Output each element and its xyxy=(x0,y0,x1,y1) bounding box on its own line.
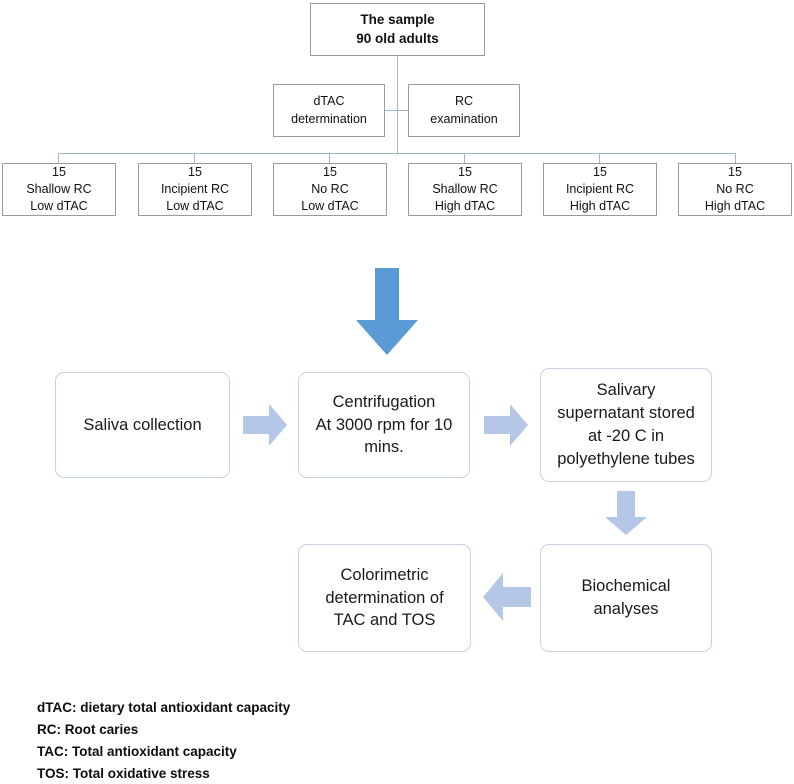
group-count: 15 xyxy=(188,164,202,179)
group-dtac: Low dTAC xyxy=(166,199,224,214)
group-condition: No RC xyxy=(311,181,349,196)
sample-box-line-2: 90 old adults xyxy=(356,30,439,46)
process-line: Colorimetric xyxy=(340,565,429,584)
sample-box: The sample 90 old adults xyxy=(310,3,485,56)
group-dtac: High dTAC xyxy=(704,199,766,214)
process-line: At 3000 rpm for 10 xyxy=(315,415,453,434)
rc-box-line-2: examination xyxy=(430,111,498,126)
connector-to-rc-box xyxy=(397,110,409,111)
connector-drop-1 xyxy=(58,153,59,163)
process-line: Saliva collection xyxy=(83,415,202,434)
connector-distribution-bar xyxy=(58,153,735,154)
group-box-no-rc-high-dtac: 15 No RC High dTAC xyxy=(678,163,792,216)
process-line: analyses xyxy=(593,600,659,618)
process-line: determination of xyxy=(325,588,444,607)
group-box-shallow-rc-high-dtac: 15 Shallow RC High dTAC xyxy=(408,163,522,216)
group-dtac: Low dTAC xyxy=(30,199,88,214)
process-box-centrifugation: Centrifugation At 3000 rpm for 10 mins. xyxy=(298,372,470,478)
process-box-supernatant-storage: Salivary supernatant stored at -20 C in … xyxy=(540,368,712,482)
group-dtac: Low dTAC xyxy=(301,199,359,214)
group-count: 15 xyxy=(728,164,742,179)
group-condition: Shallow RC xyxy=(26,181,92,196)
process-line: supernatant stored xyxy=(557,404,695,423)
process-line: at -20 C in xyxy=(587,427,665,445)
group-count: 15 xyxy=(323,164,337,179)
legend-line-rc: RC: Root caries xyxy=(37,721,139,737)
group-count: 15 xyxy=(593,164,607,179)
group-box-shallow-rc-low-dtac: 15 Shallow RC Low dTAC xyxy=(2,163,116,216)
legend-line-dtac: dTAC: dietary total antioxidant capacity xyxy=(37,700,291,715)
group-box-incipient-rc-high-dtac: 15 Incipient RC High dTAC xyxy=(543,163,657,216)
process-line: Centrifugation xyxy=(332,392,436,411)
sample-box-line-1: The sample xyxy=(360,11,435,27)
group-condition: Incipient RC xyxy=(160,181,230,196)
arrow-down-storage-to-biochemical-icon xyxy=(605,491,647,535)
group-dtac: High dTAC xyxy=(434,199,496,214)
connector-drop-2 xyxy=(194,153,195,163)
process-line: polyethylene tubes xyxy=(557,449,695,468)
big-down-arrow-icon xyxy=(356,268,418,355)
connector-to-dtac-box xyxy=(385,110,398,111)
arrow-right-saliva-to-centrifugation-icon xyxy=(243,404,287,446)
connector-drop-3 xyxy=(329,153,330,163)
group-dtac: High dTAC xyxy=(569,199,631,214)
group-condition: Shallow RC xyxy=(432,181,498,196)
dtac-box-line-1: dTAC xyxy=(313,94,345,109)
process-line: TAC and TOS xyxy=(333,611,436,630)
legend: dTAC: dietary total antioxidant capacity… xyxy=(37,697,290,784)
group-box-incipient-rc-low-dtac: 15 Incipient RC Low dTAC xyxy=(138,163,252,216)
dtac-determination-box: dTAC determination xyxy=(273,84,385,137)
dtac-box-line-2: determination xyxy=(291,111,367,126)
connector-drop-4 xyxy=(464,153,465,163)
process-line: Salivary xyxy=(596,381,656,400)
group-box-no-rc-low-dtac: 15 No RC Low dTAC xyxy=(273,163,387,216)
process-box-colorimetric-determination: Colorimetric determination of TAC and TO… xyxy=(298,544,471,652)
arrow-right-centrifugation-to-storage-icon xyxy=(484,404,528,446)
process-box-biochemical-analyses: Biochemical analyses xyxy=(540,544,712,652)
legend-line-tos: TOS: Total oxidative stress xyxy=(37,765,210,781)
group-condition: Incipient RC xyxy=(565,181,635,196)
rc-examination-box: RC examination xyxy=(408,84,520,137)
rc-box-line-1: RC xyxy=(454,94,474,109)
process-box-saliva-collection: Saliva collection xyxy=(55,372,230,478)
connector-root-trunk xyxy=(397,56,398,153)
process-line: Biochemical xyxy=(581,577,671,596)
arrow-left-biochemical-to-colorimetric-icon xyxy=(483,573,531,621)
group-count: 15 xyxy=(52,164,66,179)
connector-drop-6 xyxy=(735,153,736,163)
process-line: mins. xyxy=(364,438,404,457)
legend-line-tac: TAC: Total antioxidant capacity xyxy=(37,743,237,759)
group-condition: No RC xyxy=(716,181,754,196)
group-count: 15 xyxy=(458,164,472,179)
connector-drop-5 xyxy=(599,153,600,163)
